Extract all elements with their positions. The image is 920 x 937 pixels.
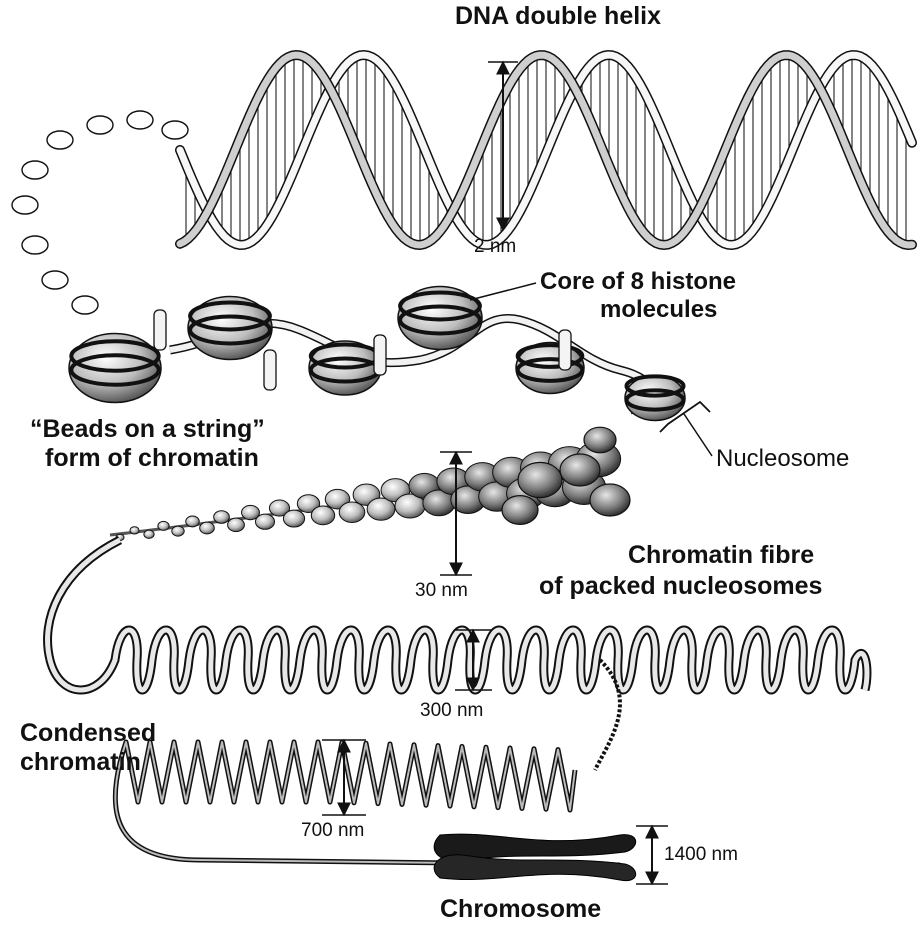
h1-stub <box>559 330 571 370</box>
fibre-label-line2: of packed nucleosomes <box>539 573 822 600</box>
dna-coil-loop <box>42 271 68 289</box>
fibre-nucleosome <box>560 454 600 486</box>
fibre-nucleosome <box>158 521 169 530</box>
fibre-nucleosome <box>130 527 139 534</box>
fibre-nucleosome <box>339 502 365 522</box>
histone-core-label-line2: molecules <box>600 296 717 323</box>
beads-label-line2: form of chromatin <box>45 445 259 472</box>
chromatid-lower <box>434 855 636 881</box>
measure-2nm: 2 nm <box>474 236 516 258</box>
dna-coil-loop <box>72 296 98 314</box>
dna-coil-loop <box>12 196 38 214</box>
dna-coil-loop <box>47 131 73 149</box>
fibre-nucleosome <box>228 518 245 531</box>
measure-30nm: 30 nm <box>415 580 468 602</box>
histone-core-label-line1: Core of 8 histone <box>540 268 736 295</box>
fibre-nucleosome <box>518 462 562 497</box>
fibre-nucleosome <box>502 496 538 525</box>
measure-1400nm: 1400 nm <box>664 844 738 866</box>
condensed-label-line2: chromatin <box>20 749 141 776</box>
h1-stub <box>154 310 166 350</box>
measure-300nm: 300 nm <box>420 700 483 722</box>
fibre-nucleosome <box>186 516 200 527</box>
fibre-nucleosome <box>283 510 304 527</box>
dna-coil-loop <box>162 121 188 139</box>
beads-label-line1: “Beads on a string” <box>30 416 265 443</box>
fibre-nucleosome <box>311 506 334 525</box>
condensed-label-line1: Condensed <box>20 720 156 747</box>
dna-coil-loop <box>127 111 153 129</box>
h1-stub <box>374 335 386 375</box>
fibre-label-line1: Chromatin fibre <box>628 542 814 569</box>
nucleosome-bead <box>625 376 685 421</box>
dna-coil-loop <box>87 116 113 134</box>
fibre-nucleosome <box>200 522 215 534</box>
dna-coil-loop <box>22 236 48 254</box>
fibre-nucleosome <box>144 530 154 538</box>
dna-helix-label: DNA double helix <box>455 3 661 30</box>
h1-stub <box>264 350 276 390</box>
measure-700nm: 700 nm <box>301 820 364 842</box>
chromosome-label: Chromosome <box>440 896 601 923</box>
nucleosome-leader <box>684 414 712 456</box>
fibre-nucleosome <box>590 484 630 516</box>
dna-double-helix <box>12 55 912 314</box>
nucleosome-label: Nucleosome <box>716 445 849 472</box>
fibre-nucleosome <box>214 511 230 524</box>
fibre-nucleosome <box>584 427 616 453</box>
chromosome-shape <box>434 834 636 880</box>
histone-core-leader <box>470 283 536 300</box>
fibre-nucleosome <box>256 514 275 529</box>
dna-coil-loop <box>22 161 48 179</box>
beads-on-string <box>69 287 685 421</box>
fibre-nucleosome <box>172 526 184 536</box>
